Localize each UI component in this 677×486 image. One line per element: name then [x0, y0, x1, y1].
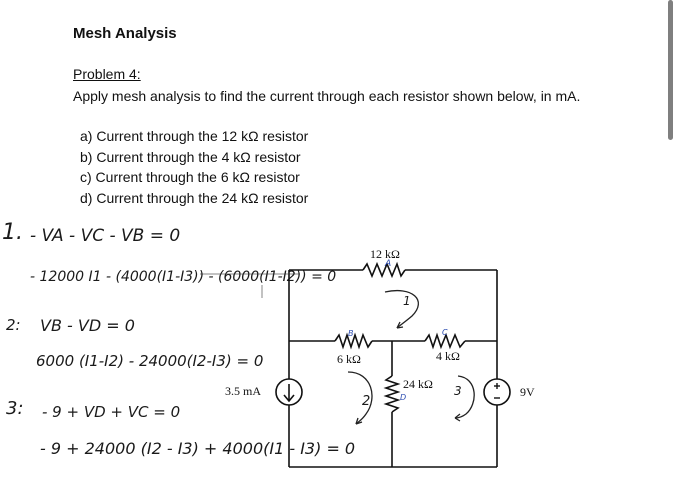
- tag-b: B: [348, 329, 354, 338]
- problem-heading: Problem 4:: [73, 66, 141, 82]
- r4-label: 4 kΩ: [436, 349, 460, 363]
- resistor-12k: [362, 261, 406, 279]
- eq2-line-a: VB - VD = 0: [40, 316, 135, 335]
- plus-minus-icon: [494, 383, 500, 399]
- arrow-down-icon: [283, 384, 295, 403]
- eq1-line-b: - 12000 I1 - (4000(I1-I3)) - (6000(I1-I2…: [30, 269, 337, 285]
- tag-c: C: [442, 328, 448, 337]
- question-list: a) Current through the 12 kΩ resistor b)…: [80, 126, 308, 208]
- r6-label: 6 kΩ: [337, 352, 361, 366]
- mesh1-loop-icon: [384, 290, 419, 329]
- question-d: d) Current through the 24 kΩ resistor: [80, 189, 309, 206]
- tag-a: A: [385, 259, 392, 269]
- r24-label: 24 kΩ: [403, 377, 433, 391]
- voltage-source: [483, 378, 511, 406]
- r12-label: 12 kΩ: [370, 247, 400, 261]
- mesh2-number: 2: [362, 394, 371, 409]
- mesh3-loop-icon: [454, 375, 475, 419]
- page-title: Mesh Analysis: [73, 25, 177, 42]
- tag-d: D: [400, 393, 407, 402]
- voltage-source-label: 9V: [520, 385, 535, 399]
- question-a: a) Current through the 12 kΩ resistor: [80, 128, 309, 144]
- eq3-line-b: - 9 + 24000 (I2 - I3) + 4000(I1 - I3) = …: [40, 439, 356, 458]
- current-source-label: 3.5 mA: [225, 384, 261, 398]
- resistor-24k: [383, 375, 401, 413]
- eq3-label: 3:: [6, 398, 24, 419]
- mesh2-loop-icon: [347, 371, 373, 425]
- mesh3-number: 3: [454, 384, 462, 398]
- eq1-label: 1.: [2, 220, 23, 245]
- eq2-label: 2:: [6, 316, 21, 334]
- question-c: c) Current through the 6 kΩ resistor: [80, 169, 300, 185]
- eq2-line-b: 6000 (I1-I2) - 24000(I2-I3) = 0: [36, 352, 264, 370]
- resistor-4k: [424, 332, 466, 350]
- resistor-6k: [334, 332, 373, 350]
- mesh1-number: 1: [403, 294, 411, 308]
- scrollbar[interactable]: [668, 0, 673, 140]
- question-b: b) Current through the 4 kΩ resistor: [80, 148, 301, 165]
- eq1-line-a: - VA - VC - VB = 0: [30, 226, 181, 246]
- problem-instruction: Apply mesh analysis to find the current …: [73, 88, 581, 104]
- eq3-line-a: - 9 + VD + VC = 0: [42, 403, 181, 421]
